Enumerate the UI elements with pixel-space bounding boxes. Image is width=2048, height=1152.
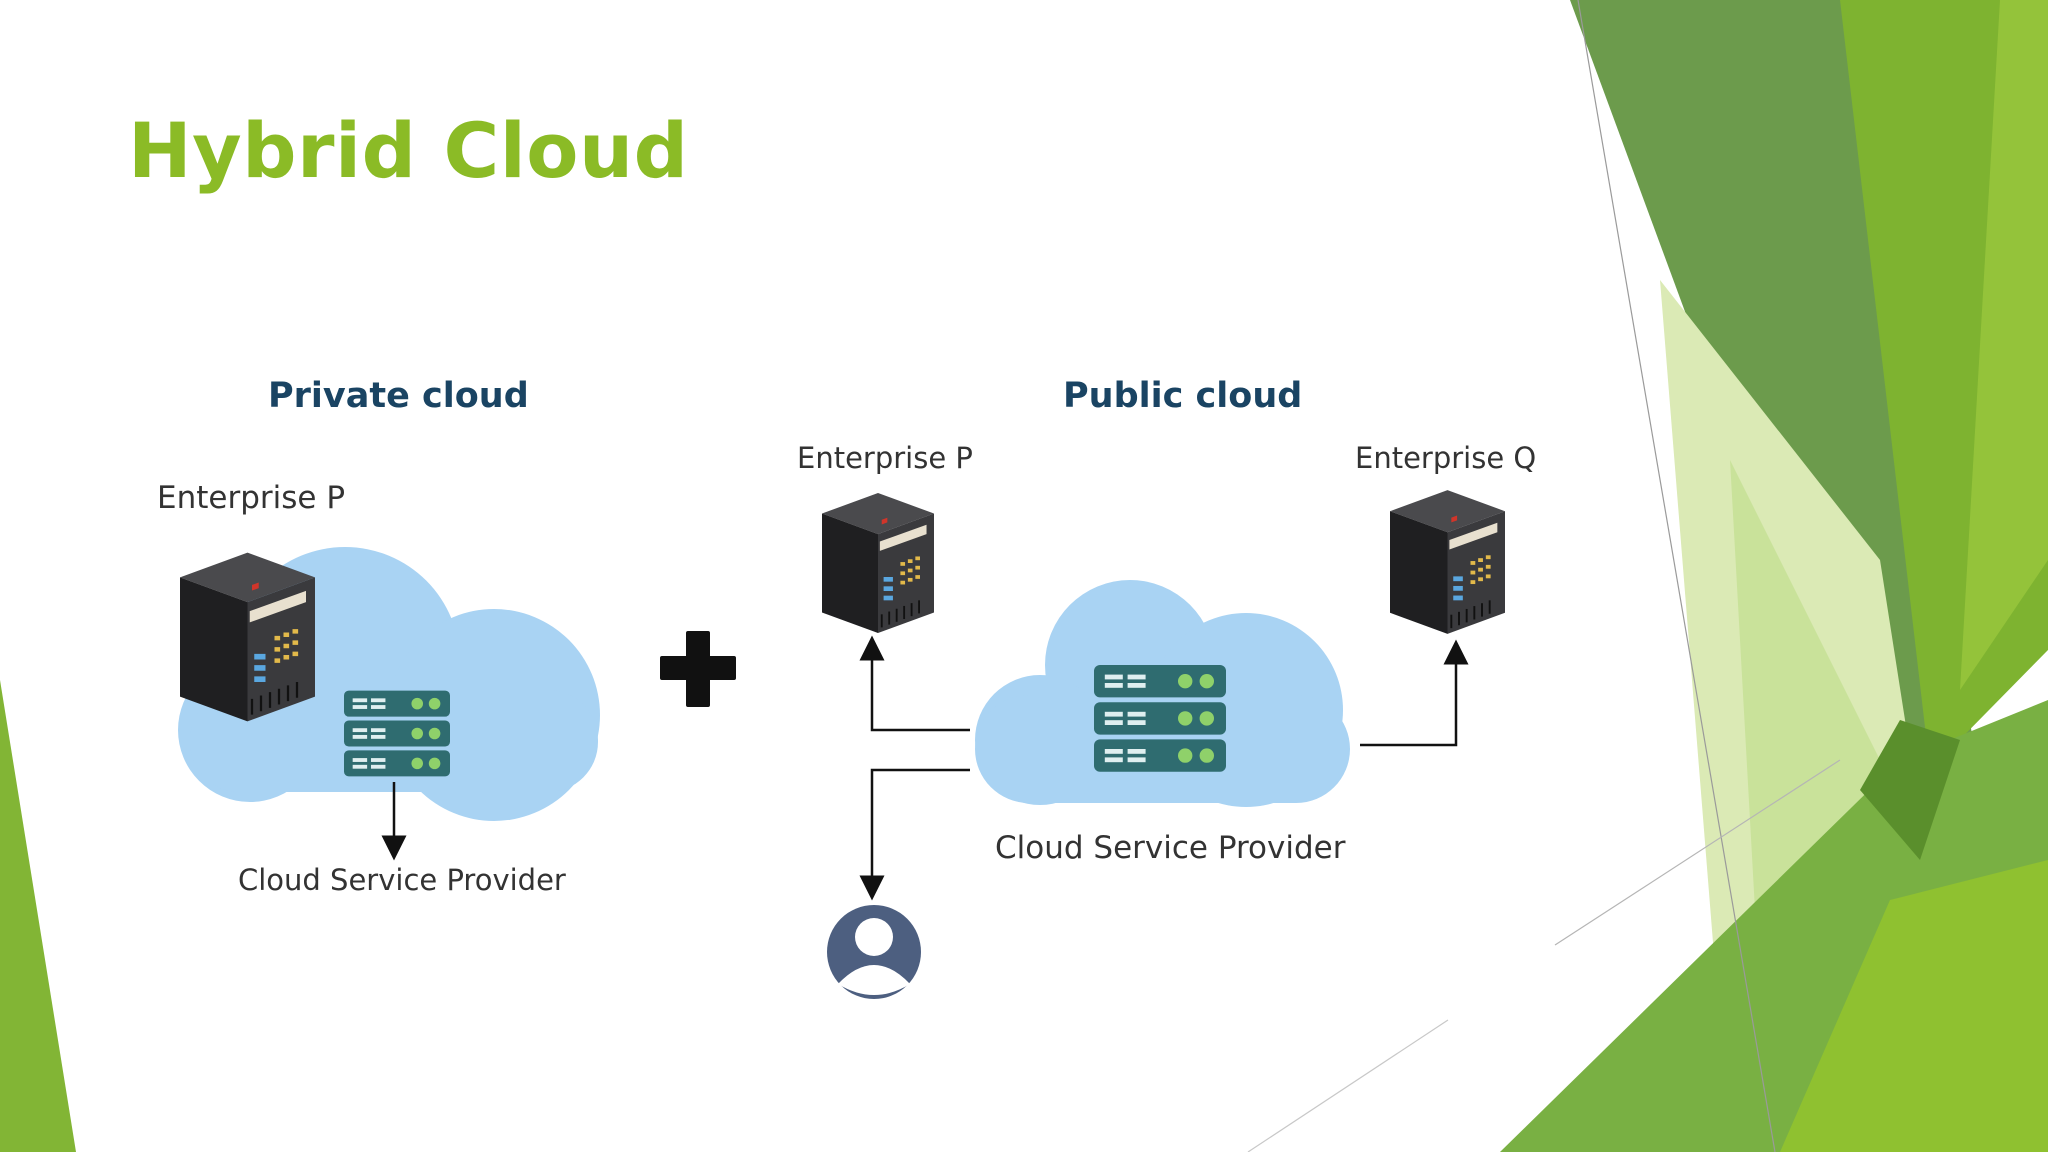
arrow-to-enterprise-q — [1360, 639, 1469, 747]
public-provider-label: Cloud Service Provider — [995, 830, 1346, 866]
right-shape-lower-bright — [1780, 860, 2048, 1152]
private-cloud-heading: Private cloud — [268, 376, 529, 416]
right-shape-lower-dark — [1860, 720, 1960, 860]
deco-line-2 — [1554, 759, 1841, 946]
deco-line-3 — [1247, 1019, 1449, 1152]
private-server-tower-icon — [180, 552, 315, 722]
public-enterprise-p-tower-icon — [822, 492, 934, 634]
public-enterprise-p-label: Enterprise P — [797, 441, 973, 475]
public-cloud-heading: Public cloud — [1063, 376, 1303, 416]
arrow-to-enterprise-p — [859, 635, 970, 732]
public-enterprise-q-label: Enterprise Q — [1355, 441, 1537, 475]
page-title: Hybrid Cloud — [128, 106, 689, 195]
public-server-rack-icon — [1094, 665, 1226, 772]
user-icon — [827, 905, 921, 999]
plus-icon — [660, 631, 736, 707]
left-green-wedge — [0, 680, 76, 1152]
right-shape-lime — [1960, 0, 2048, 690]
private-server-rack-icon — [344, 690, 450, 777]
private-enterprise-label: Enterprise P — [157, 480, 346, 516]
enterprise-q-tower-icon — [1390, 489, 1505, 635]
private-provider-label: Cloud Service Provider — [238, 863, 566, 897]
arrow-to-user — [859, 768, 970, 901]
deco-line-1 — [1577, 0, 1776, 1152]
